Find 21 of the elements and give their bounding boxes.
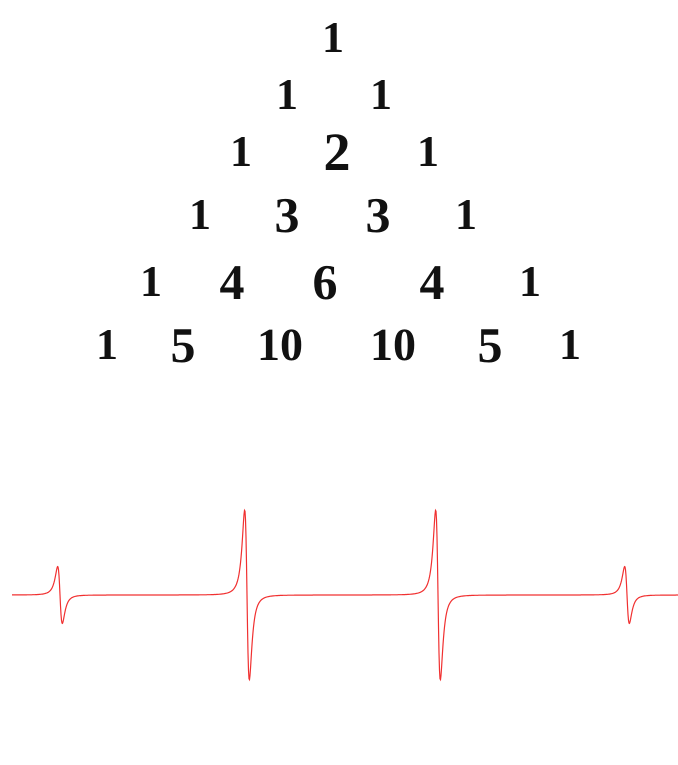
coefficient: 1 — [189, 193, 211, 237]
coefficient: 1 — [370, 73, 392, 117]
coefficient: 4 — [220, 257, 244, 307]
coefficient: 10 — [257, 322, 303, 368]
coefficient: 1 — [519, 260, 541, 304]
coefficient: 10 — [370, 322, 416, 368]
coefficient: 6 — [312, 257, 338, 307]
coefficient: 1 — [322, 16, 344, 60]
coefficient: 1 — [559, 323, 581, 367]
coefficient: 5 — [170, 320, 196, 370]
coefficient: 1 — [140, 260, 162, 304]
coefficient: 1 — [455, 193, 477, 237]
coefficient: 3 — [274, 190, 300, 240]
coefficient: 1 — [417, 130, 439, 174]
coefficient: 3 — [366, 190, 390, 240]
coefficient: 2 — [324, 125, 350, 179]
coefficient: 4 — [420, 257, 444, 307]
coefficient: 1 — [96, 323, 118, 367]
coefficient: 1 — [230, 130, 252, 174]
coefficient: 5 — [478, 320, 502, 370]
coefficient: 1 — [276, 73, 298, 117]
